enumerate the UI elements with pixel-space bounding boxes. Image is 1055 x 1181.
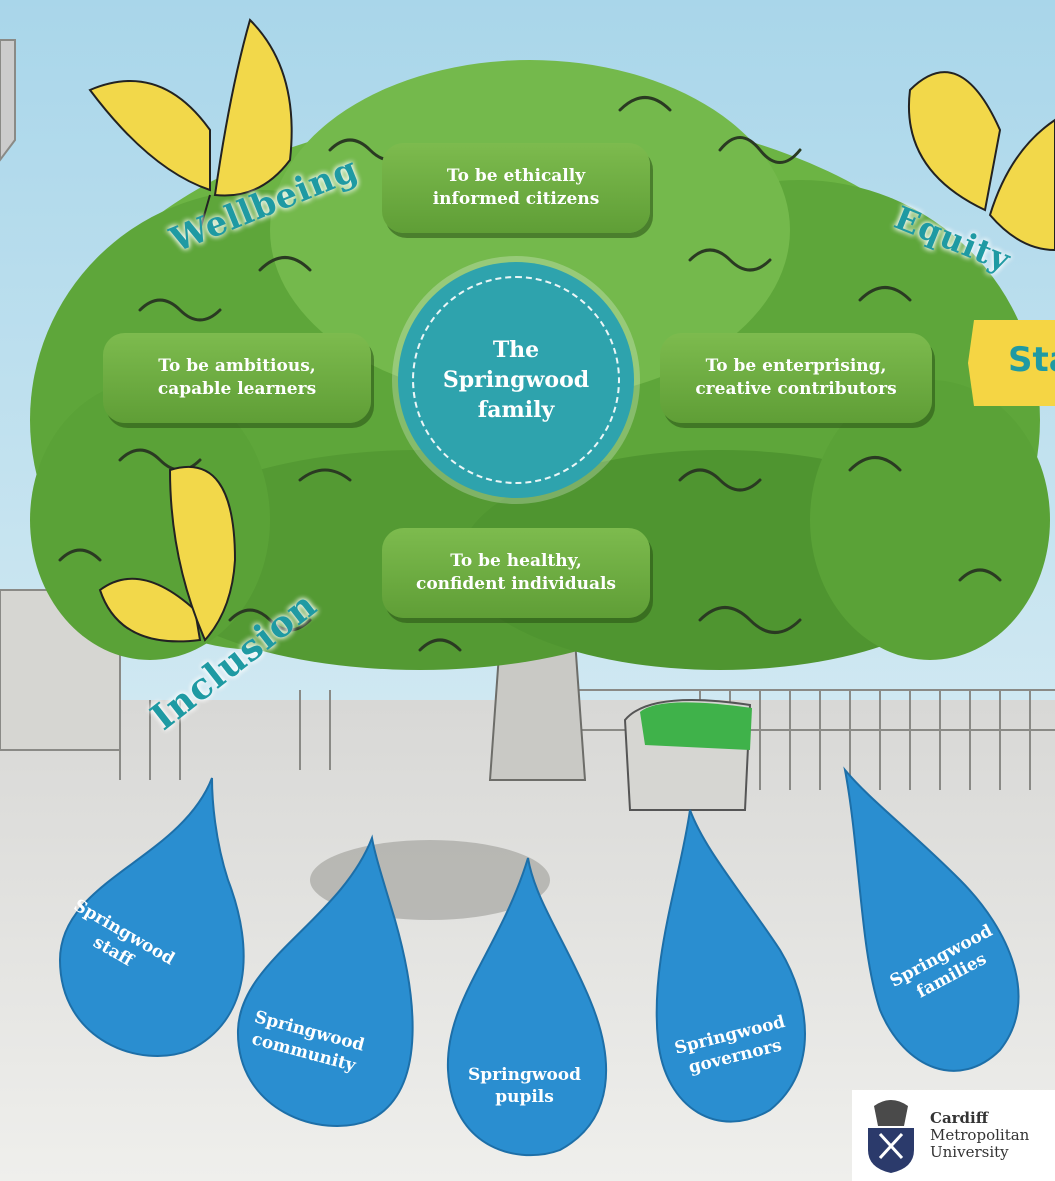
shelter [623,699,752,811]
logo-line-1: Cardiff [930,1109,989,1127]
water-drops [58,766,1020,1157]
purpose-top-line-1: To be ethically [446,166,586,186]
cardiff-met-logo: Cardiff Metropolitan University [852,1090,1055,1181]
butterfly-wellbeing-icon [88,18,293,231]
drop-pupils [446,857,608,1157]
center-circle: The Springwood family [398,262,634,498]
purpose-right: To be enterprising, creative contributor… [660,333,932,423]
purpose-bottom-line-1: To be healthy, [450,551,582,571]
drop-pupils-line-1: Springwood [468,1065,582,1085]
drop-pupils-label: Springwood pupils [468,1064,581,1108]
center-line-1: The [492,337,540,363]
crest-icon [868,1100,914,1173]
logo-line-2: Metropolitan [930,1126,1030,1144]
purpose-top-line-2: informed citizens [432,189,600,209]
drop-pupils-line-2: pupils [495,1087,554,1107]
purpose-bottom: To be healthy, confident individuals [382,528,650,618]
purpose-left: To be ambitious, capable learners [103,333,371,423]
butterfly-equity-icon [908,71,1055,252]
drop-staff [58,777,245,1057]
center-line-3: family [477,397,555,423]
butterfly-inclusion-icon [98,465,237,643]
banner [968,320,1055,406]
center-line-2: Springwood [442,367,590,393]
drop-families [843,766,1020,1072]
banner-text: Sta [1008,340,1055,380]
left-arrow-edge [0,39,16,162]
purpose-top: To be ethically informed citizens [382,143,650,233]
purpose-bottom-line-2: confident individuals [415,574,617,594]
purpose-left-line-1: To be ambitious, [158,356,316,376]
drop-community [236,834,414,1127]
purpose-right-line-2: creative contributors [695,379,897,399]
logo-line-3: University [930,1143,1009,1161]
drop-governors [655,809,806,1123]
purpose-right-line-1: To be enterprising, [705,356,887,376]
purpose-left-line-2: capable learners [157,379,317,399]
